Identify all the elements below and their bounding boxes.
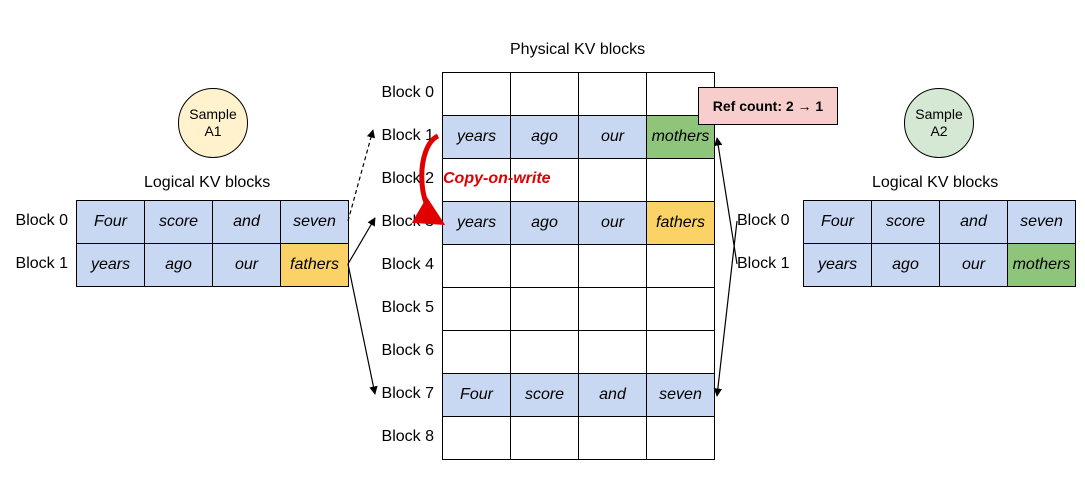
- physical-cell-7-2: and: [578, 373, 647, 417]
- sample-a1-circle: Sample A1: [178, 88, 248, 158]
- physical-cell-4-1: [510, 244, 579, 288]
- physical-cell-8-1: [510, 416, 579, 460]
- sample-a2-row-label-0: Block 0: [737, 211, 790, 229]
- ref-count-box: Ref count: 2 → 1: [698, 87, 838, 125]
- sample-a2-cell-1-3: mothers: [1007, 243, 1076, 287]
- physical-cell-1-2: our: [578, 115, 647, 159]
- physical-cell-4-2: [578, 244, 647, 288]
- physical-cell-8-0: [442, 416, 511, 460]
- a1-block0-to-phys-block1-dashed-arrow: [347, 129, 376, 222]
- a2-block1-to-phys-block1-arrow: [714, 137, 738, 265]
- sample-a1-cell-1-1: ago: [144, 243, 213, 287]
- physical-cell-4-0: [442, 244, 511, 288]
- physical-cell-5-1: [510, 287, 579, 331]
- physical-cell-2-1: [510, 158, 579, 202]
- sample-a2-circle: Sample A2: [904, 88, 974, 158]
- physical-row-8: [442, 416, 715, 460]
- physical-row-0: [442, 72, 715, 116]
- physical-row-label-6: Block 6: [381, 341, 434, 359]
- sample-a1-cell-1-0: years: [76, 243, 145, 287]
- physical-cell-5-2: [578, 287, 647, 331]
- physical-cell-3-2: our: [578, 201, 647, 245]
- a1-block1-to-phys-block7-arrow: [347, 263, 378, 395]
- physical-cell-7-1: score: [510, 373, 579, 417]
- sample-a2-cell-0-0: Four: [803, 200, 872, 244]
- physical-cell-3-0: years: [442, 201, 511, 245]
- physical-row-label-1: Block 1: [381, 126, 434, 144]
- sample-a1-label-line2: A1: [204, 123, 222, 139]
- physical-row-label-5: Block 5: [381, 298, 434, 316]
- sample-a1-cell-0-2: and: [212, 200, 281, 244]
- sample-a1-label-line1: Sample: [189, 106, 237, 122]
- sample-a1-cell-1-3: fathers: [280, 243, 349, 287]
- physical-cell-7-0: Four: [442, 373, 511, 417]
- physical-cell-6-2: [578, 330, 647, 374]
- sample-a2-label-line2: A2: [930, 123, 948, 139]
- sample-a1-row-label-1: Block 1: [15, 254, 68, 272]
- physical-cell-1-0: years: [442, 115, 511, 159]
- sample-a2-row-label-1: Block 1: [737, 254, 790, 272]
- physical-cell-6-3: [646, 330, 715, 374]
- sample-a1-cell-1-2: our: [212, 243, 281, 287]
- physical-cell-6-1: [510, 330, 579, 374]
- sample-a1-row-label-0: Block 0: [15, 211, 68, 229]
- physical-row-label-3: Block 3: [381, 212, 434, 230]
- physical-cell-0-0: [442, 72, 511, 116]
- physical-row-6: [442, 330, 715, 374]
- physical-cell-8-3: [646, 416, 715, 460]
- physical-cell-2-2: [578, 158, 647, 202]
- physical-cell-2-3: [646, 158, 715, 202]
- sample-a1-logical-title: Logical KV blocks: [144, 174, 271, 191]
- a1-block1-to-phys-block3-arrow: [347, 217, 376, 265]
- physical-cell-7-3: seven: [646, 373, 715, 417]
- physical-row-label-0: Block 0: [381, 83, 434, 101]
- physical-kv-title: Physical KV blocks: [510, 41, 646, 58]
- physical-cell-4-3: [646, 244, 715, 288]
- sample-a1-cell-0-3: seven: [280, 200, 349, 244]
- sample-a2-cell-1-0: years: [803, 243, 872, 287]
- physical-cell-5-3: [646, 287, 715, 331]
- sample-a2-cell-1-2: our: [939, 243, 1008, 287]
- sample-a2-label-line1: Sample: [915, 106, 963, 122]
- physical-cell-3-1: ago: [510, 201, 579, 245]
- physical-row-4: [442, 244, 715, 288]
- a2-block0-to-phys-block7-arrow: [713, 220, 738, 397]
- sample-a2-cell-0-3: seven: [1007, 200, 1076, 244]
- sample-a2-cell-1-1: ago: [871, 243, 940, 287]
- physical-cell-8-2: [578, 416, 647, 460]
- sample-a2-cell-0-1: score: [871, 200, 940, 244]
- physical-row-label-2: Block 2: [381, 169, 434, 187]
- physical-cell-0-2: [578, 72, 647, 116]
- physical-cell-1-1: ago: [510, 115, 579, 159]
- physical-row-5: [442, 287, 715, 331]
- physical-row-label-4: Block 4: [381, 255, 434, 273]
- sample-a1-cell-0-1: score: [144, 200, 213, 244]
- sample-a2-logical-title: Logical KV blocks: [872, 174, 999, 191]
- physical-cell-5-0: [442, 287, 511, 331]
- physical-cell-6-0: [442, 330, 511, 374]
- physical-row-label-8: Block 8: [381, 427, 434, 445]
- physical-row-2: [442, 158, 715, 202]
- physical-row-label-7: Block 7: [381, 384, 434, 402]
- physical-cell-0-1: [510, 72, 579, 116]
- copy-on-write-label: Copy-on-write: [443, 170, 551, 187]
- sample-a1-cell-0-0: Four: [76, 200, 145, 244]
- physical-cell-2-0: [442, 158, 511, 202]
- sample-a2-cell-0-2: and: [939, 200, 1008, 244]
- physical-cell-3-3: fathers: [646, 201, 715, 245]
